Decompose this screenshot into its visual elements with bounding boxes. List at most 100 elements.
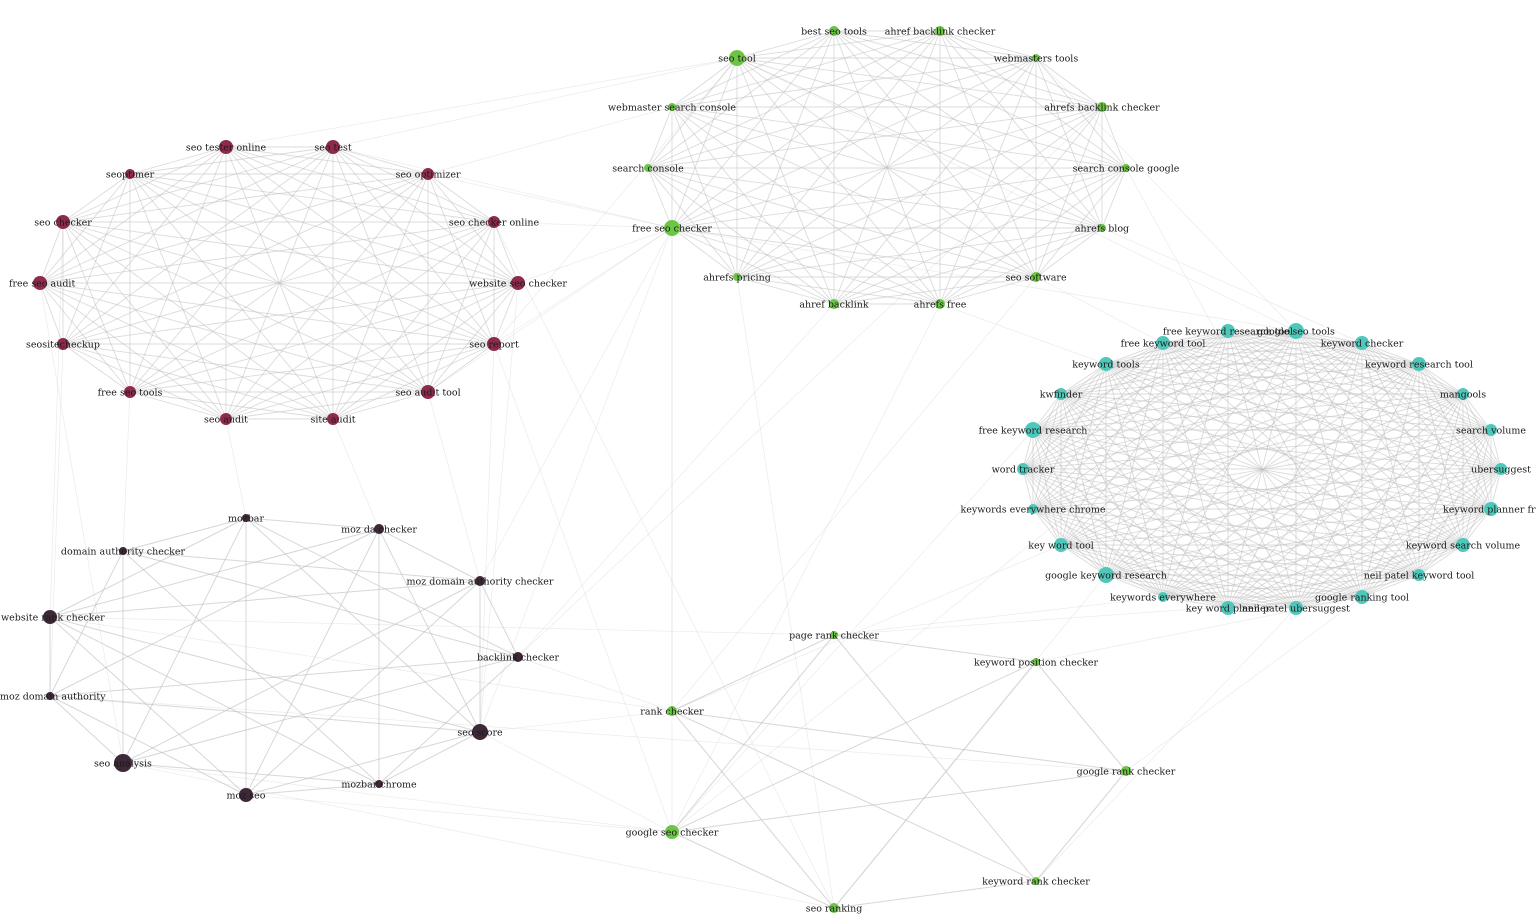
node[interactable] — [422, 168, 434, 180]
node[interactable] — [1158, 592, 1168, 602]
edge — [736, 57, 1297, 332]
node[interactable] — [1122, 164, 1130, 172]
node[interactable] — [1221, 324, 1235, 338]
node[interactable] — [1457, 388, 1469, 400]
node[interactable] — [1055, 388, 1067, 400]
node[interactable] — [326, 140, 340, 154]
node[interactable] — [1032, 54, 1040, 62]
node[interactable] — [829, 26, 839, 36]
edge — [225, 391, 429, 420]
node[interactable] — [56, 215, 70, 229]
node[interactable] — [1413, 569, 1425, 581]
node-label: neil patel keyword tool — [1364, 571, 1475, 582]
node[interactable] — [935, 26, 945, 36]
node[interactable] — [1221, 601, 1235, 615]
node[interactable] — [375, 780, 383, 788]
node[interactable] — [1288, 323, 1304, 339]
edge — [1035, 227, 1103, 278]
node[interactable] — [114, 754, 132, 772]
node[interactable] — [1028, 504, 1038, 514]
node[interactable] — [43, 610, 57, 624]
edge — [332, 146, 673, 229]
node[interactable] — [219, 140, 233, 154]
node[interactable] — [1025, 422, 1041, 438]
edge — [493, 227, 673, 345]
edge — [1105, 544, 1464, 576]
edge — [647, 30, 835, 169]
node[interactable] — [1032, 658, 1040, 666]
node[interactable] — [1485, 424, 1497, 436]
edge-layer — [39, 30, 1502, 909]
node[interactable] — [33, 276, 47, 290]
edge — [647, 167, 835, 305]
node-label: moz domain authority — [0, 692, 106, 703]
node[interactable] — [242, 514, 250, 522]
node[interactable] — [665, 825, 679, 839]
node[interactable] — [1121, 766, 1131, 776]
node[interactable] — [644, 164, 652, 172]
node[interactable] — [374, 524, 384, 534]
edge — [1022, 468, 1164, 598]
node[interactable] — [488, 216, 500, 228]
node[interactable] — [1456, 538, 1470, 552]
node[interactable] — [668, 103, 676, 111]
edge — [671, 544, 1062, 712]
node[interactable] — [475, 576, 485, 586]
node[interactable] — [124, 386, 136, 398]
edge — [129, 391, 334, 420]
node[interactable] — [829, 903, 839, 913]
edge — [122, 517, 247, 552]
node[interactable] — [1412, 357, 1426, 371]
node[interactable] — [1156, 336, 1170, 350]
node[interactable] — [1097, 102, 1107, 112]
node[interactable] — [935, 299, 945, 309]
node[interactable] — [1355, 590, 1369, 604]
edge — [332, 343, 495, 420]
node[interactable] — [1355, 336, 1369, 350]
edge — [1361, 468, 1502, 598]
node-label: mozbar chrome — [341, 780, 417, 791]
edge — [1162, 468, 1502, 598]
node[interactable] — [1017, 463, 1029, 475]
node[interactable] — [1098, 567, 1114, 583]
node[interactable] — [1031, 272, 1041, 282]
node[interactable] — [1054, 538, 1068, 552]
node[interactable] — [239, 788, 253, 802]
node[interactable] — [667, 706, 677, 716]
edge — [1227, 544, 1464, 609]
node-label: keyword position checker — [974, 658, 1098, 669]
node-label: kwfinder — [1040, 390, 1083, 401]
node[interactable] — [421, 385, 435, 399]
node[interactable] — [664, 220, 680, 236]
node[interactable] — [733, 273, 741, 281]
node[interactable] — [1484, 502, 1498, 516]
edge — [833, 634, 1037, 663]
node-label: seo software — [1005, 273, 1067, 284]
node[interactable] — [511, 276, 525, 290]
edge — [1227, 508, 1492, 609]
node[interactable] — [472, 724, 488, 740]
node[interactable] — [729, 50, 745, 66]
node[interactable] — [1098, 224, 1106, 232]
node[interactable] — [829, 299, 839, 309]
edge — [671, 227, 1297, 332]
node[interactable] — [1495, 463, 1507, 475]
node[interactable] — [327, 413, 339, 425]
node[interactable] — [46, 692, 54, 700]
node[interactable] — [1289, 601, 1303, 615]
node[interactable] — [220, 413, 232, 425]
node[interactable] — [487, 337, 501, 351]
edge — [129, 173, 519, 284]
node-label: seo checker — [34, 218, 92, 229]
node[interactable] — [119, 547, 127, 555]
node[interactable] — [125, 169, 135, 179]
node[interactable] — [830, 631, 838, 639]
node[interactable] — [1099, 357, 1113, 371]
edge — [245, 794, 673, 833]
edge — [736, 30, 835, 278]
node[interactable] — [57, 338, 69, 350]
edge — [671, 30, 941, 229]
edge — [493, 221, 519, 284]
node[interactable] — [513, 652, 523, 662]
node[interactable] — [1032, 877, 1040, 885]
